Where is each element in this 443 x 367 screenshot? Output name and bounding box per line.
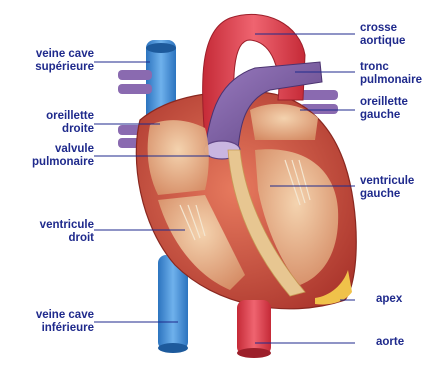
label-apex: apex	[376, 293, 436, 306]
descending-aorta-opening	[237, 348, 271, 358]
vena-cava-inferior-opening	[158, 343, 188, 353]
descending-aorta	[237, 300, 271, 355]
label-aorte: aorte	[376, 336, 436, 349]
right-atrium-interior	[148, 120, 209, 195]
vena-cava-superior-opening	[146, 43, 176, 53]
